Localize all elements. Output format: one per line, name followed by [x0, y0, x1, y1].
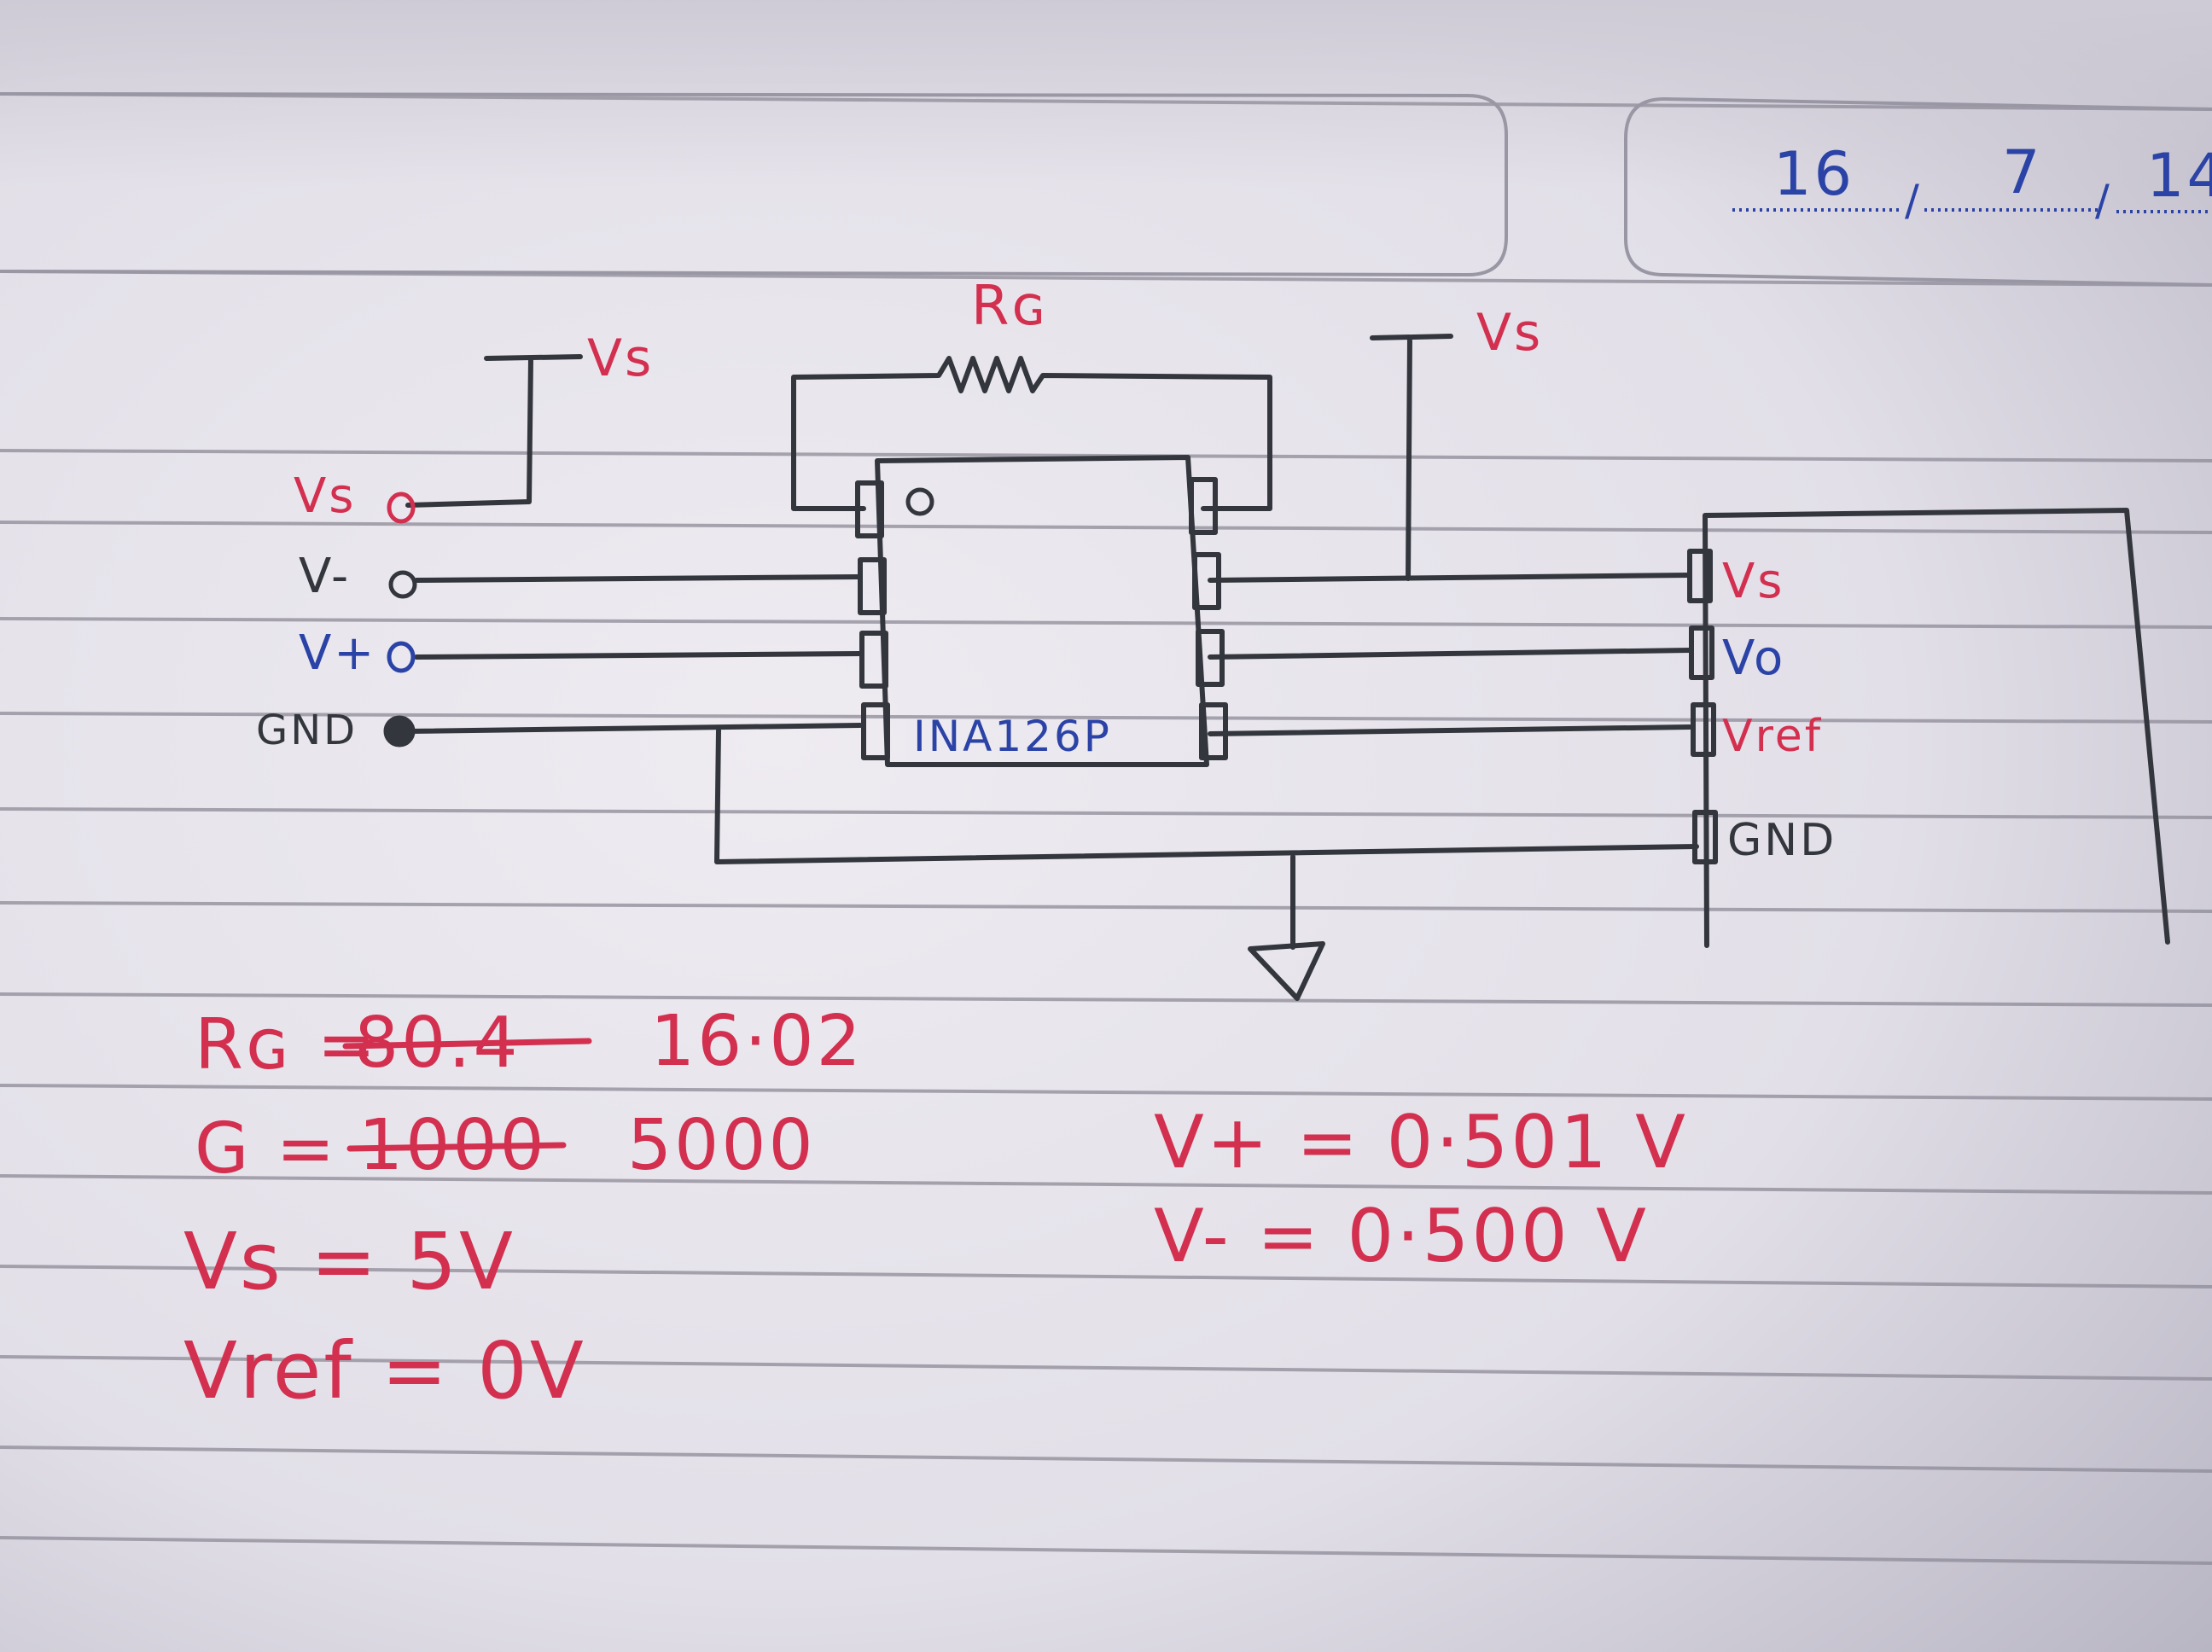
board-pin-1 [1687, 549, 1713, 603]
chip-pin-6 [1196, 629, 1225, 687]
date-year: 14 [2146, 141, 2212, 211]
strike-throughs [342, 1038, 592, 1152]
wire-v-plus [414, 651, 863, 660]
date-field: 16 7 14 / / [1773, 137, 2212, 225]
board-pin-vo-label: Vo [1722, 631, 1785, 686]
note-v-plus: V+ = 0·501 V [1154, 1100, 1688, 1185]
wire-out-vref [1208, 724, 1692, 736]
input-terminals [383, 492, 417, 747]
ground-symbol [1248, 941, 1325, 1001]
date-separator-2: / [2095, 176, 2112, 225]
chip-pin-1 [855, 480, 884, 538]
chip-pin-8 [1189, 477, 1218, 535]
date-dotted-rules [1732, 208, 2212, 213]
note-gain-value: 5000 [627, 1105, 816, 1186]
date-separator-1: / [1905, 176, 1922, 225]
terminal-vs-label: Vs [294, 468, 356, 524]
terminal-v-minus-circle [388, 570, 417, 599]
chip-pin-4 [861, 702, 890, 760]
board-pin-4 [1692, 810, 1718, 864]
resistor-loop [791, 356, 1272, 511]
chip-pin-5 [1199, 702, 1228, 760]
board-outline [1703, 508, 2170, 948]
board-pin-2 [1689, 625, 1714, 680]
header-title-box [0, 92, 1508, 277]
terminal-vs-circle [387, 492, 416, 524]
chip-pin1-marker [905, 487, 934, 516]
terminal-v-plus-label: V+ [299, 625, 376, 681]
chip-part-label: INA126P [913, 712, 1112, 761]
circuit-labels: Rɢ Vs Vs Vs V- V+ GND INA126P Vs Vo Vref… [256, 275, 1837, 866]
note-v-minus: V- = 0·500 V [1154, 1194, 1649, 1279]
board-pin-3 [1691, 702, 1716, 757]
left-supply-label: Vs [587, 329, 654, 388]
header-date-box [1624, 96, 2212, 287]
note-gain-label: G = [195, 1108, 337, 1190]
board-pin-vs-label: Vs [1722, 554, 1784, 609]
note-vref: Vref = 0V [183, 1325, 586, 1416]
resistor-label: Rɢ [971, 275, 1049, 338]
wire-v-minus [414, 574, 863, 583]
note-rg-value: 16·02 [650, 1001, 864, 1082]
terminal-v-plus-circle [387, 641, 416, 673]
right-supply-tee [1370, 334, 1453, 581]
board-pin-vref-label: Vref [1722, 711, 1823, 762]
ground-bus [714, 728, 1699, 864]
wire-out-vs [1208, 573, 1692, 583]
chip-pin-2 [858, 557, 887, 615]
note-vs: Vs = 5V [183, 1216, 515, 1307]
terminal-gnd-dot [383, 715, 416, 747]
strike-rg [342, 1038, 592, 1050]
strike-gain [346, 1142, 567, 1152]
terminal-gnd-label: GND [256, 707, 358, 754]
left-supply-tee [405, 354, 583, 508]
board-pin-gnd-label: GND [1727, 815, 1837, 866]
wire-gnd [405, 723, 863, 734]
wire-out-vo [1208, 648, 1692, 660]
chip-pin-7 [1192, 552, 1221, 610]
ruled-lines [0, 92, 2212, 1565]
date-month: 7 [2002, 137, 2043, 207]
chip-pin-3 [859, 631, 888, 689]
circuit-wires [405, 334, 2170, 1001]
terminal-v-minus-label: V- [299, 549, 351, 604]
date-day: 16 [1773, 139, 1854, 209]
right-supply-label: Vs [1476, 303, 1543, 363]
